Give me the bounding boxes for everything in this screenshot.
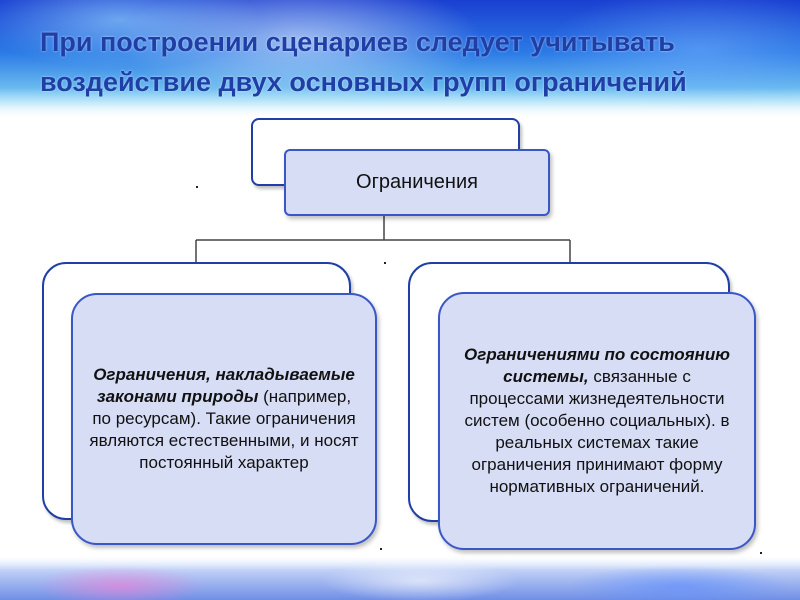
decor-dot [384,262,386,264]
footer-background [0,556,800,600]
left-node-text: Ограничения, накладываемые законами прир… [87,364,361,474]
decor-dot [760,552,762,554]
root-node-label: Ограничения [356,171,478,193]
right-node: Ограничениями по состоянию системы, связ… [438,292,756,550]
left-node-bold-text: Ограничения, накладываемые законами прир… [93,365,355,406]
decor-dot [196,186,198,188]
right-node-bold-text: Ограничениями по состоянию системы, [464,345,730,386]
slide-title-line-2: воздействие двух основных групп ограниче… [40,67,687,97]
header-background [0,0,800,118]
root-node: Ограничения [284,149,550,216]
left-node-normal-text: (например, по ресурсам). Такие ограничен… [89,387,359,472]
slide-title: При построении сценариев следует учитыва… [30,22,770,102]
left-node: Ограничения, накладываемые законами прир… [71,293,377,545]
decor-dot [380,548,382,550]
slide-title-line-1: При построении сценариев следует учитыва… [40,27,675,57]
right-node-text: Ограничениями по состоянию системы, связ… [454,344,740,498]
right-node-normal-text: связанные с процессами жизнедеятельности… [464,367,730,496]
